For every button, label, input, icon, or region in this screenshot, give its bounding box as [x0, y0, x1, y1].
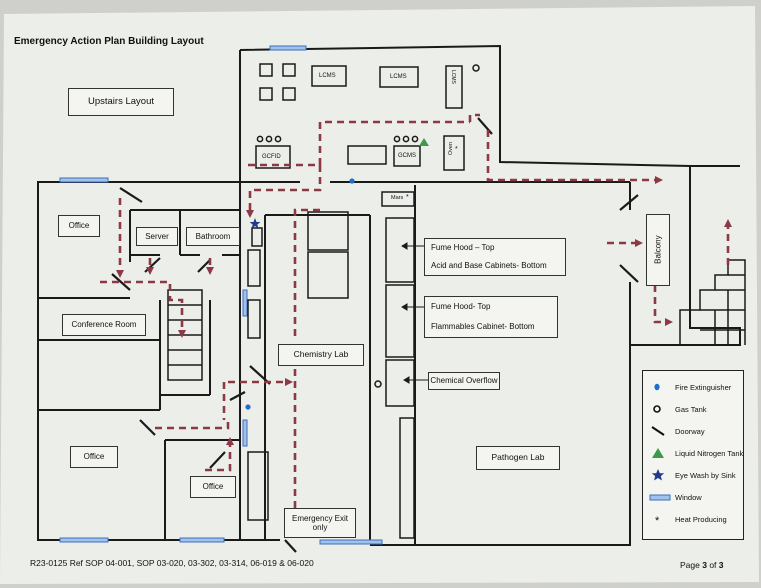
liquid-nitrogen-marker: [419, 138, 429, 146]
eye-wash-icon: [649, 469, 671, 481]
evacuation-routes: [100, 113, 732, 538]
page-mid: of: [706, 560, 719, 570]
page-prefix: Page: [680, 560, 703, 570]
equipment-lcms-2: LCMS: [390, 74, 407, 80]
fume-hood-1-line1: Fume Hood – Top: [431, 243, 495, 253]
stairs-right: [679, 259, 746, 345]
room-balcony: Balcony: [646, 214, 670, 286]
doorway-icon: [649, 425, 671, 437]
legend-label: Fire Extinguisher: [675, 382, 732, 392]
gas-tank-circles: [256, 64, 480, 388]
legend-row-liquid-nitrogen: Liquid Nitrogen Tank: [649, 447, 743, 459]
windows: [59, 45, 383, 545]
legend-row-gas-tank: Gas Tank: [649, 403, 707, 415]
fume-hood-2-line2: Flammables Cabinet- Bottom: [431, 322, 535, 332]
footer-reference: R23-0125 Ref SOP 04-001, SOP 03-020, 03-…: [30, 558, 314, 568]
legend-label: Doorway: [675, 426, 705, 436]
equipment-lcms-1: LCMS: [319, 73, 336, 79]
svg-text:*: *: [655, 515, 660, 525]
fire-extinguisher-icon: [649, 381, 671, 393]
legend-row-window: Window: [649, 491, 702, 503]
page-current: 3: [702, 560, 707, 570]
footer-page-number: Page 3 of 3: [680, 560, 724, 570]
legend-row-fire-extinguisher: Fire Extinguisher: [649, 381, 731, 393]
room-bathroom: Bathroom: [186, 227, 240, 246]
room-server: Server: [136, 227, 178, 246]
room-conference: Conference Room: [62, 314, 146, 336]
legend-label: Heat Producing: [675, 514, 727, 524]
legend-row-eye-wash: Eye Wash by Sink: [649, 469, 736, 481]
liquid-nitrogen-icon: [649, 447, 671, 459]
heat-producing-marker-oven: *: [455, 146, 458, 153]
room-pathogen-lab: Pathogen Lab: [476, 446, 560, 470]
legend-label: Window: [675, 492, 702, 502]
upstairs-layout-label: Upstairs Layout: [68, 88, 174, 116]
page-total: 3: [718, 560, 724, 570]
fume-hood-1-label: Fume Hood – Top Acid and Base Cabinets- …: [424, 238, 566, 276]
chemical-overflow-label: Chemical Overflow: [428, 372, 500, 390]
legend-row-doorway: Doorway: [649, 425, 705, 437]
fume-hood-2-label: Fume Hood- Top Flammables Cabinet- Botto…: [424, 296, 558, 338]
room-office-top-left: Office: [58, 215, 100, 237]
legend-label: Gas Tank: [675, 404, 707, 414]
room-office-bottom-mid: Office: [190, 476, 236, 498]
heat-producing-marker-mars: *: [406, 194, 409, 201]
equipment-mars: Mars: [391, 195, 404, 201]
fume-hood-2-line1: Fume Hood- Top: [431, 302, 491, 312]
diagram-title: Emergency Action Plan Building Layout: [14, 36, 204, 47]
room-office-bottom-left: Office: [70, 446, 118, 468]
stairs-left: [167, 289, 203, 381]
doorways: [111, 117, 639, 553]
equipment-lcms-3: LCMS: [450, 70, 456, 84]
fire-extinguisher-marker-2: [245, 404, 251, 410]
legend-row-heat-producing: * Heat Producing: [649, 513, 727, 528]
heat-producing-icon: *: [649, 513, 671, 527]
equipment-gcfid: GCFID: [262, 154, 281, 160]
emergency-exit-label: Emergency Exit only: [284, 508, 356, 538]
eye-wash-marker: [249, 218, 261, 229]
gas-tank-icon: [649, 403, 671, 415]
equipment-gcms: GCMS: [398, 153, 416, 159]
window-icon: [649, 491, 671, 503]
equipment-outlines: [247, 63, 465, 539]
fire-extinguisher-marker-1: [349, 178, 355, 184]
legend-label: Eye Wash by Sink: [675, 470, 736, 480]
room-chemistry-lab: Chemistry Lab: [278, 344, 364, 366]
legend-label: Liquid Nitrogen Tank: [675, 448, 744, 458]
legend: Fire Extinguisher Gas Tank Doorway Liqui…: [642, 370, 744, 540]
fume-hood-1-line2: Acid and Base Cabinets- Bottom: [431, 261, 547, 271]
